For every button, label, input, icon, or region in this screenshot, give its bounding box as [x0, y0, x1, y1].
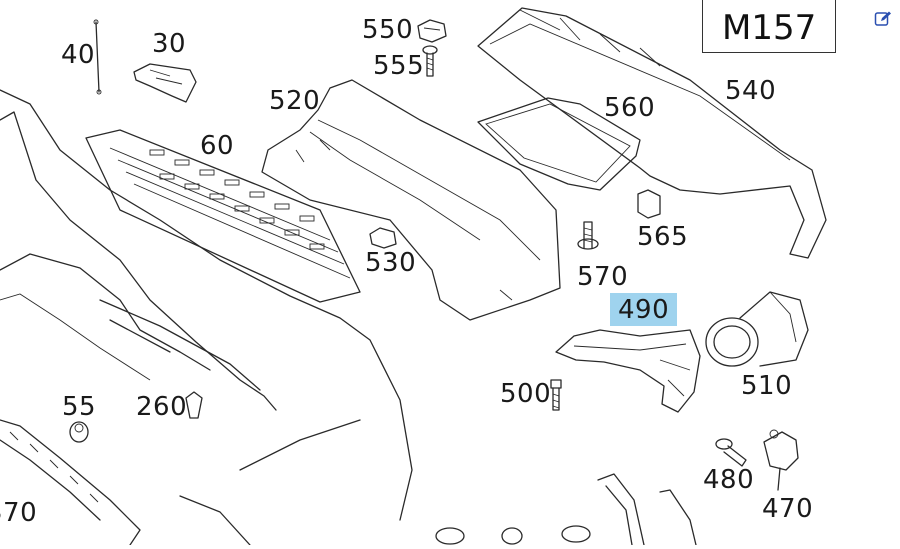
- part-560-panel: [477, 97, 641, 191]
- label-60: 60: [200, 131, 235, 161]
- label-500: 500: [500, 379, 552, 409]
- label-55: 55: [62, 392, 97, 422]
- part-480-screw: [715, 438, 747, 467]
- part-40-rod: [93, 19, 102, 95]
- label-260: 260: [136, 392, 188, 422]
- label-560: 560: [604, 93, 656, 123]
- part-570-screw: [577, 221, 599, 250]
- part-470-sensor: [763, 429, 799, 491]
- model-code: M157: [722, 8, 817, 48]
- part-555-screw: [422, 45, 438, 77]
- edit-icon[interactable]: [874, 10, 892, 28]
- part-540-diffuser: [477, 7, 827, 259]
- part-370-strip: [0, 419, 141, 546]
- part-510-exhaust-tip: [705, 291, 809, 367]
- label-510: 510: [741, 371, 793, 401]
- part-565-clip: [637, 189, 661, 219]
- part-260-clip: [185, 391, 203, 419]
- label-530: 530: [365, 248, 417, 278]
- part-530-clip: [369, 227, 397, 249]
- label-540: 540: [725, 76, 777, 106]
- part-55-grommet: [69, 421, 89, 443]
- label-565: 565: [637, 222, 689, 252]
- part-30-clip: [133, 63, 197, 103]
- label-555: 555: [373, 51, 425, 81]
- bumper-shell: [0, 89, 413, 546]
- part-520-carrier: [261, 79, 561, 321]
- label-480: 480: [703, 465, 755, 495]
- part-500-screw: [550, 379, 562, 411]
- part-60-grille: [85, 129, 361, 303]
- label-30: 30: [152, 29, 187, 59]
- label-520: 520: [269, 86, 321, 116]
- model-code-box: [702, 0, 836, 53]
- part-550-nut: [417, 19, 447, 43]
- label-470: 470: [762, 494, 814, 524]
- label-570: 570: [577, 262, 629, 292]
- label-370: 370: [0, 498, 38, 528]
- label-550: 550: [362, 15, 414, 45]
- label-40: 40: [61, 40, 96, 70]
- lower-parts: [435, 473, 697, 546]
- label-490-highlighted: 490: [610, 293, 678, 326]
- part-490-bracket: [555, 329, 701, 413]
